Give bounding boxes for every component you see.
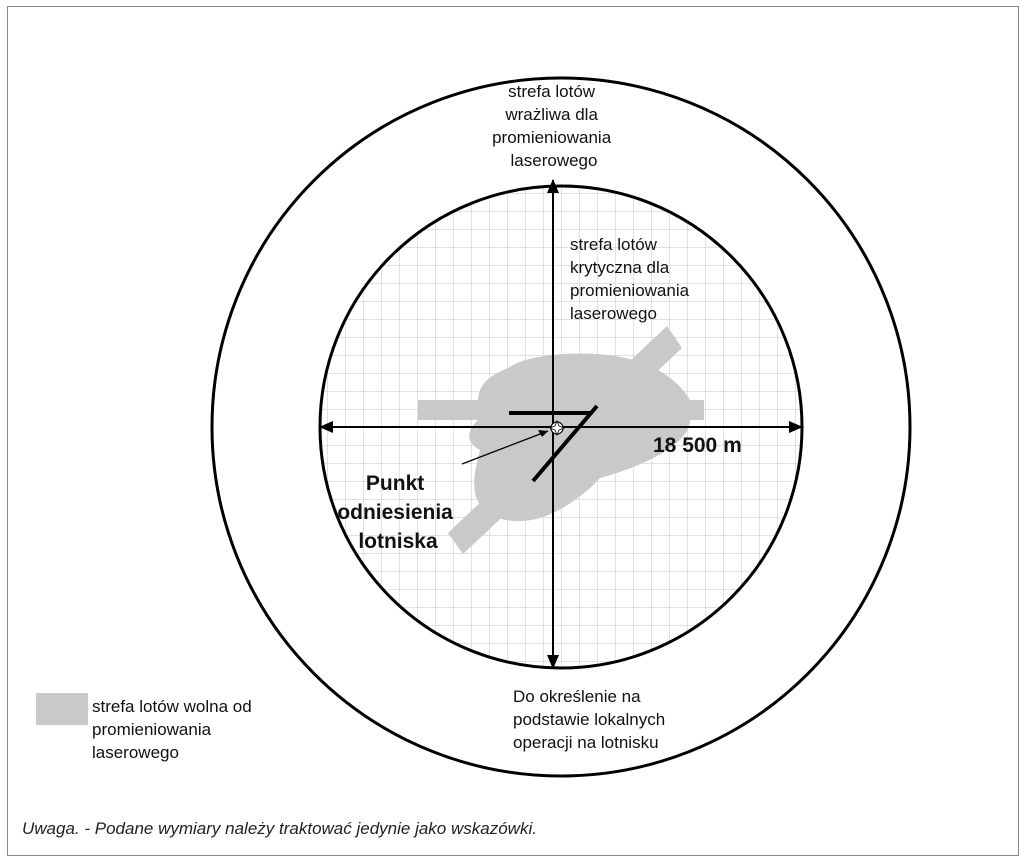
reference-point-marker — [548, 419, 566, 437]
legend-swatch-free-zone — [36, 693, 88, 725]
runway-cross — [531, 404, 599, 483]
note-text: Uwaga. - Podane wymiary należy traktować… — [22, 819, 537, 838]
reference-point-label: Punkt odniesienia lotniska — [337, 472, 458, 553]
outer-boundary-label: Do określenie na podstawie lokalnych ope… — [513, 687, 670, 752]
free-zone-shape — [418, 326, 704, 554]
sensitive-zone-label: strefa lotów wrażliwa dla promieniowania… — [492, 82, 616, 170]
radius-label: 18 500 m — [653, 434, 742, 457]
reference-point-leader — [461, 430, 549, 465]
legend-label-free-zone: strefa lotów wolna od promieniowania las… — [92, 697, 256, 762]
critical-zone-label: strefa lotów krytyczna dla promieniowani… — [570, 235, 694, 323]
